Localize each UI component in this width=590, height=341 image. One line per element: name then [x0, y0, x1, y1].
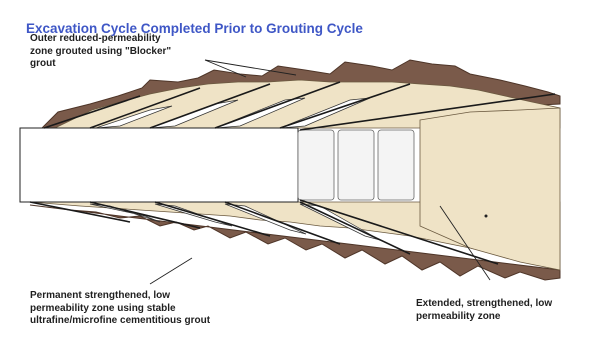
face-block-2 [338, 130, 374, 200]
leader-dot [485, 215, 488, 218]
outer-zone-label-line: zone grouted using "Blocker" [30, 46, 171, 59]
extended-zone-label-line: permeability zone [416, 311, 552, 324]
face-block-3 [378, 130, 414, 200]
permanent-zone-label-line: permeability zone using stable [30, 303, 210, 316]
permanent-zone-label-line: ultrafine/microfine cementitious grout [30, 315, 210, 328]
face-block-1 [298, 130, 334, 200]
permanent-zone-label-line: Permanent strengthened, low [30, 290, 210, 303]
permanent-zone-label: Permanent strengthened, low permeability… [30, 290, 210, 328]
outer-zone-label-line: grout [30, 58, 171, 71]
outer-zone-label: Outer reduced-permeability zone grouted … [30, 33, 171, 71]
extended-zone-label-line: Extended, strengthened, low [416, 298, 552, 311]
outer-zone-label-line: Outer reduced-permeability [30, 33, 171, 46]
extended-zone-label: Extended, strengthened, low permeability… [416, 298, 552, 323]
leader-permanent-zone [150, 258, 192, 284]
tunnel-bore [20, 128, 298, 202]
